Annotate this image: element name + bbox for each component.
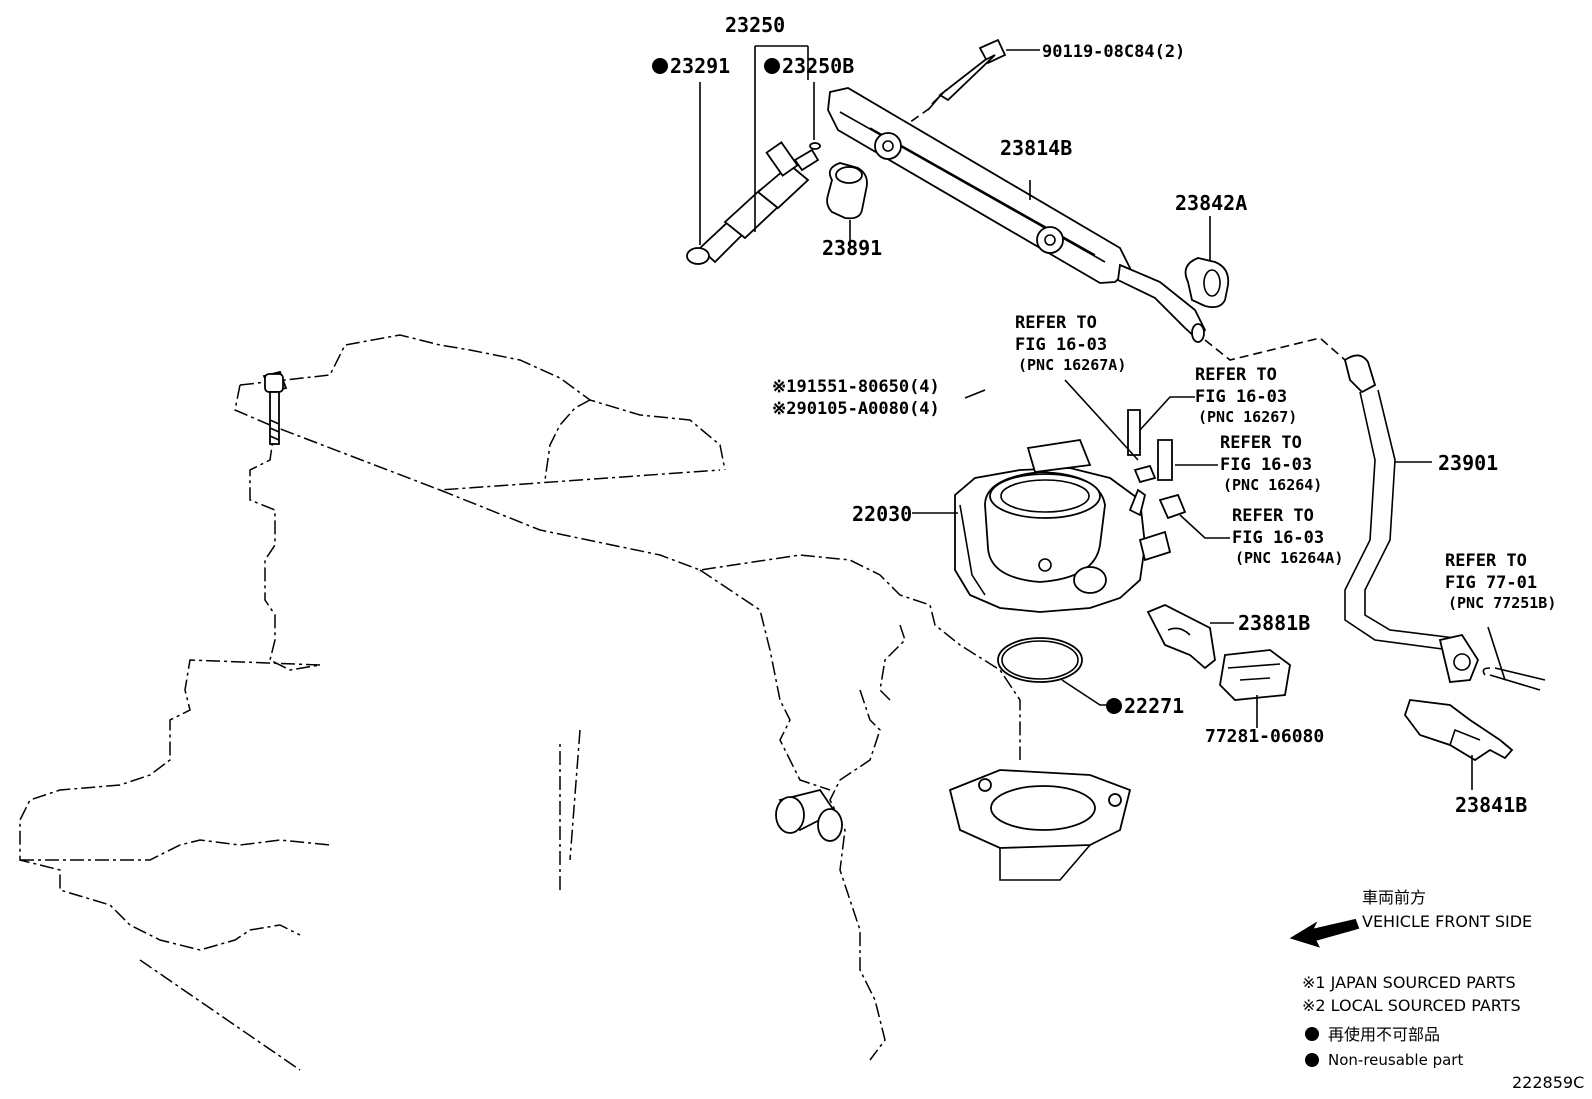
label-23291[interactable]: 23291 bbox=[670, 54, 730, 78]
connector-77281[interactable] bbox=[1219, 649, 1291, 701]
label-23250b[interactable]: 23250B bbox=[782, 54, 854, 78]
svg-text:※1 JAPAN SOURCED PARTS: ※1 JAPAN SOURCED PARTS bbox=[1302, 973, 1516, 992]
label-23891[interactable]: 23891 bbox=[822, 236, 882, 260]
svg-text:FIG 16-03: FIG 16-03 bbox=[1195, 387, 1287, 407]
bracket-23881b[interactable] bbox=[1146, 604, 1216, 670]
svg-text:(PNC 16264): (PNC 16264) bbox=[1223, 476, 1322, 494]
throttle-body[interactable] bbox=[954, 439, 1172, 613]
clamp-23842a[interactable] bbox=[1184, 257, 1230, 309]
label-23842a[interactable]: 23842A bbox=[1175, 191, 1247, 215]
engine-pipe-stub bbox=[775, 788, 843, 842]
fitting-16264a bbox=[1158, 493, 1187, 520]
svg-text:REFER TO: REFER TO bbox=[1195, 365, 1277, 385]
svg-text:再使用不可部品: 再使用不可部品 bbox=[1328, 1025, 1440, 1044]
nonreusable-dot bbox=[1106, 698, 1122, 714]
svg-text:(PNC 16267A): (PNC 16267A) bbox=[1018, 356, 1126, 374]
leader-lines bbox=[699, 45, 1506, 790]
fuel-injector[interactable] bbox=[686, 141, 820, 265]
gasket-22271[interactable] bbox=[997, 637, 1083, 683]
svg-text:FIG 16-03: FIG 16-03 bbox=[1220, 455, 1312, 475]
svg-text:VEHICLE FRONT SIDE: VEHICLE FRONT SIDE bbox=[1362, 912, 1532, 931]
ref-77251b[interactable]: REFER TO FIG 77-01 (PNC 77251B) bbox=[1445, 551, 1556, 612]
ref-16264[interactable]: REFER TO FIG 16-03 (PNC 16264) bbox=[1220, 433, 1322, 494]
bolt-90119[interactable] bbox=[927, 38, 1007, 111]
ref-16267[interactable]: REFER TO FIG 16-03 (PNC 16267) bbox=[1195, 365, 1297, 426]
svg-text:車両前方: 車両前方 bbox=[1362, 888, 1426, 907]
ref-16267a[interactable]: REFER TO FIG 16-03 (PNC 16267A) bbox=[1015, 313, 1126, 374]
bolt-191551[interactable] bbox=[262, 370, 288, 445]
legend-notes: ※1 JAPAN SOURCED PARTS ※2 LOCAL SOURCED … bbox=[1302, 973, 1521, 1069]
svg-text:(PNC 77251B): (PNC 77251B) bbox=[1448, 594, 1556, 612]
svg-text:Non-reusable part: Non-reusable part bbox=[1328, 1051, 1463, 1069]
fuel-hose-23901[interactable] bbox=[1343, 354, 1546, 691]
svg-text:(PNC 16267): (PNC 16267) bbox=[1198, 408, 1297, 426]
o-ring-23250b[interactable] bbox=[809, 142, 821, 150]
label-191551[interactable]: ※191551-80650(4) bbox=[772, 377, 940, 397]
nonreusable-dot bbox=[1305, 1053, 1319, 1067]
svg-text:(PNC 16264A): (PNC 16264A) bbox=[1235, 549, 1343, 567]
label-23841b[interactable]: 23841B bbox=[1455, 793, 1527, 817]
svg-text:REFER TO: REFER TO bbox=[1015, 313, 1097, 333]
arrow-left-icon bbox=[1289, 918, 1360, 948]
label-22271[interactable]: 22271 bbox=[1124, 694, 1184, 718]
label-23250[interactable]: 23250 bbox=[725, 13, 785, 37]
svg-text:※2 LOCAL SOURCED PARTS: ※2 LOCAL SOURCED PARTS bbox=[1302, 996, 1521, 1015]
nonreusable-dot bbox=[764, 58, 780, 74]
intake-flange bbox=[948, 769, 1132, 881]
label-22030[interactable]: 22030 bbox=[852, 502, 912, 526]
clip-23841b[interactable] bbox=[1403, 699, 1514, 762]
pipe-connection-dash bbox=[1204, 337, 1346, 361]
svg-text:REFER TO: REFER TO bbox=[1445, 551, 1527, 571]
label-90119[interactable]: 90119-08C84(2) bbox=[1042, 42, 1185, 62]
nonreusable-dot bbox=[1305, 1027, 1319, 1041]
diagram-id: 222859C bbox=[1512, 1073, 1584, 1092]
label-77281[interactable]: 77281-06080 bbox=[1205, 726, 1324, 747]
label-23901[interactable]: 23901 bbox=[1438, 451, 1498, 475]
fuel-delivery-pipe[interactable] bbox=[827, 87, 1207, 343]
svg-text:REFER TO: REFER TO bbox=[1232, 506, 1314, 526]
fitting-16267 bbox=[1127, 409, 1141, 456]
label-23814b[interactable]: 23814B bbox=[1000, 136, 1072, 160]
svg-text:REFER TO: REFER TO bbox=[1220, 433, 1302, 453]
fitting-16264 bbox=[1157, 439, 1173, 481]
svg-text:FIG 16-03: FIG 16-03 bbox=[1015, 335, 1107, 355]
label-290105[interactable]: ※290105-A0080(4) bbox=[772, 399, 940, 419]
insulator-23891[interactable] bbox=[826, 162, 868, 220]
svg-text:FIG 77-01: FIG 77-01 bbox=[1445, 573, 1537, 593]
nonreusable-dot bbox=[652, 58, 668, 74]
label-23881b[interactable]: 23881B bbox=[1238, 611, 1310, 635]
svg-text:FIG 16-03: FIG 16-03 bbox=[1232, 528, 1324, 548]
fitting-16267a bbox=[1133, 464, 1157, 484]
engine-outline bbox=[19, 334, 1021, 1071]
ref-16264a[interactable]: REFER TO FIG 16-03 (PNC 16264A) bbox=[1232, 506, 1343, 567]
vehicle-front-indicator: 車両前方 VEHICLE FRONT SIDE bbox=[1289, 888, 1532, 948]
